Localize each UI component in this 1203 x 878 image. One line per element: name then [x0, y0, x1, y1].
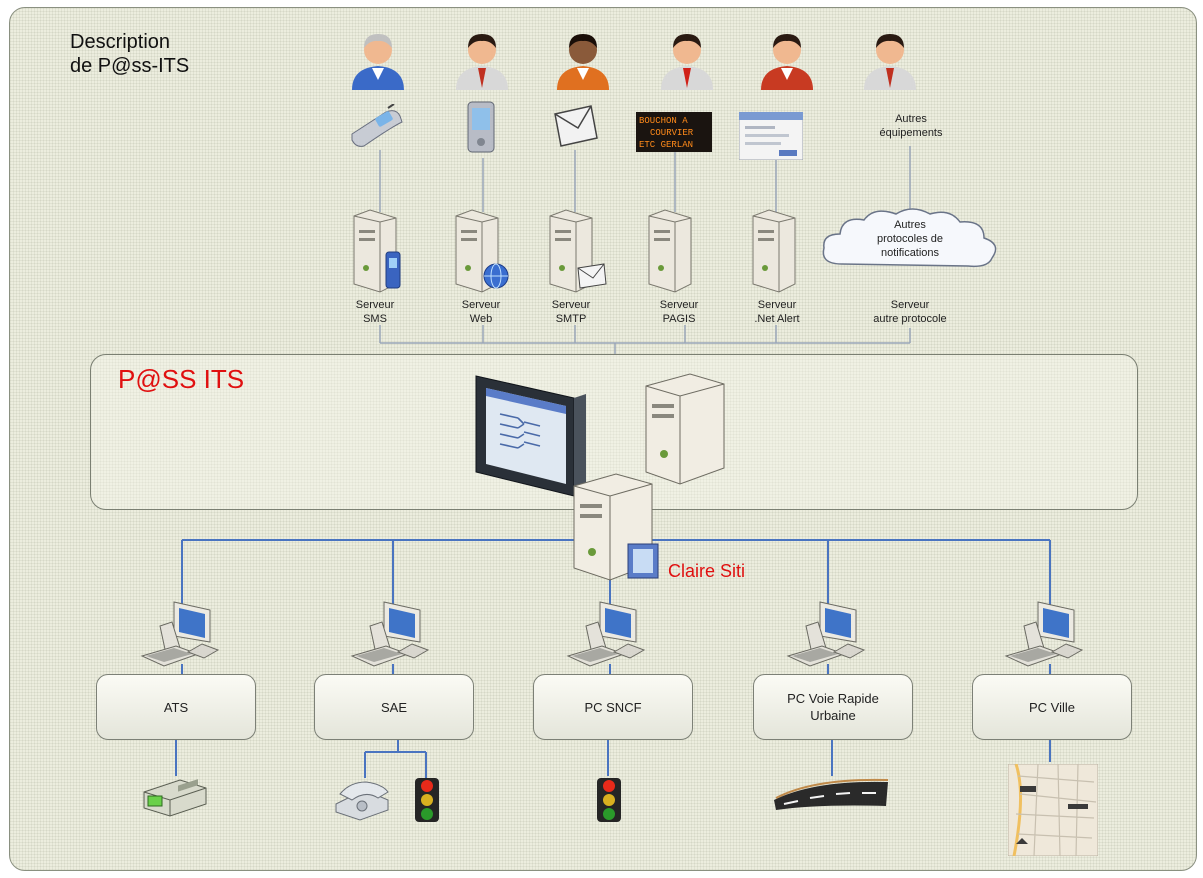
user-icon [557, 34, 609, 90]
cloud-icon [822, 208, 997, 268]
other-equipment-label: Autres équipements [879, 113, 943, 139]
workstation-icon [1004, 601, 1084, 667]
server-label-smtp: Serveur SMTP [551, 299, 591, 325]
mobile-phone-icon [351, 104, 403, 147]
user-icon [352, 34, 404, 90]
server-label-other-protocol: Serveur autre protocole [873, 299, 947, 325]
system-label-ats: ATS [163, 699, 189, 715]
server-label-sms: Serveur SMS [355, 299, 395, 325]
alert-window-icon [739, 112, 803, 160]
led-sign-line-3: ETC GERLAN [639, 140, 693, 150]
pagis-server-icon [648, 209, 692, 293]
server-label-net-alert: Serveur .Net Alert [754, 299, 800, 325]
system-label-sae: SAE [380, 699, 407, 715]
led-sign-line-1: BOUCHON A [639, 116, 688, 126]
title-line-2: de P@ss-ITS [70, 55, 190, 77]
system-box-pc-ville: PC Ville [972, 674, 1132, 740]
system-box-pc-voie-rapide: PC Voie Rapide Urbaine [753, 674, 913, 740]
workstation-icon [350, 601, 430, 667]
led-sign-line-2: COURVIER [650, 128, 694, 138]
user-icon [864, 34, 916, 90]
workstation-icon [140, 601, 220, 667]
web-server-icon [455, 209, 509, 293]
system-label-pc-voie-rapide: PC Voie Rapide Urbaine [787, 691, 879, 723]
cloud-label: Autres protocoles de notifications [876, 219, 944, 259]
user-icon [456, 34, 508, 90]
net-alert-server-icon [752, 209, 796, 293]
sms-server-icon [353, 209, 401, 293]
user-icon [661, 34, 713, 90]
system-label-pc-ville: PC Ville [1028, 699, 1075, 715]
workstation-icon [566, 601, 646, 667]
system-label-pc-sncf: PC SNCF [584, 699, 642, 715]
system-box-pc-sncf: PC SNCF [533, 674, 693, 740]
road-icon [774, 778, 888, 810]
notification-wires [379, 146, 911, 354]
server-label-web: Serveur Web [461, 299, 501, 325]
central-server-icon [645, 373, 725, 485]
city-map-icon [1008, 764, 1098, 856]
platform-title: P@SS ITS [118, 364, 245, 394]
led-sign-icon: BOUCHON A COURVIER ETC GERLAN [636, 112, 712, 152]
claire-siti-label: Claire Siti [668, 561, 746, 581]
monitor-icon [475, 375, 586, 497]
workstation-icon [786, 601, 866, 667]
traffic-light-icon [415, 778, 439, 822]
system-box-ats: ATS [96, 674, 256, 740]
diagram-title: Description de P@ss-ITS [70, 30, 189, 78]
server-label-pagis: Serveur PAGIS [659, 299, 699, 325]
smtp-server-icon [549, 209, 607, 293]
telephone-icon [335, 781, 389, 821]
envelope-icon [554, 105, 598, 147]
pda-icon [467, 101, 495, 153]
title-line-1: Description [70, 31, 171, 53]
traffic-light-icon [597, 778, 621, 822]
claire-siti-server-icon [573, 473, 659, 581]
system-box-sae: SAE [314, 674, 474, 740]
controller-icon [143, 779, 207, 817]
user-icon [761, 34, 813, 90]
